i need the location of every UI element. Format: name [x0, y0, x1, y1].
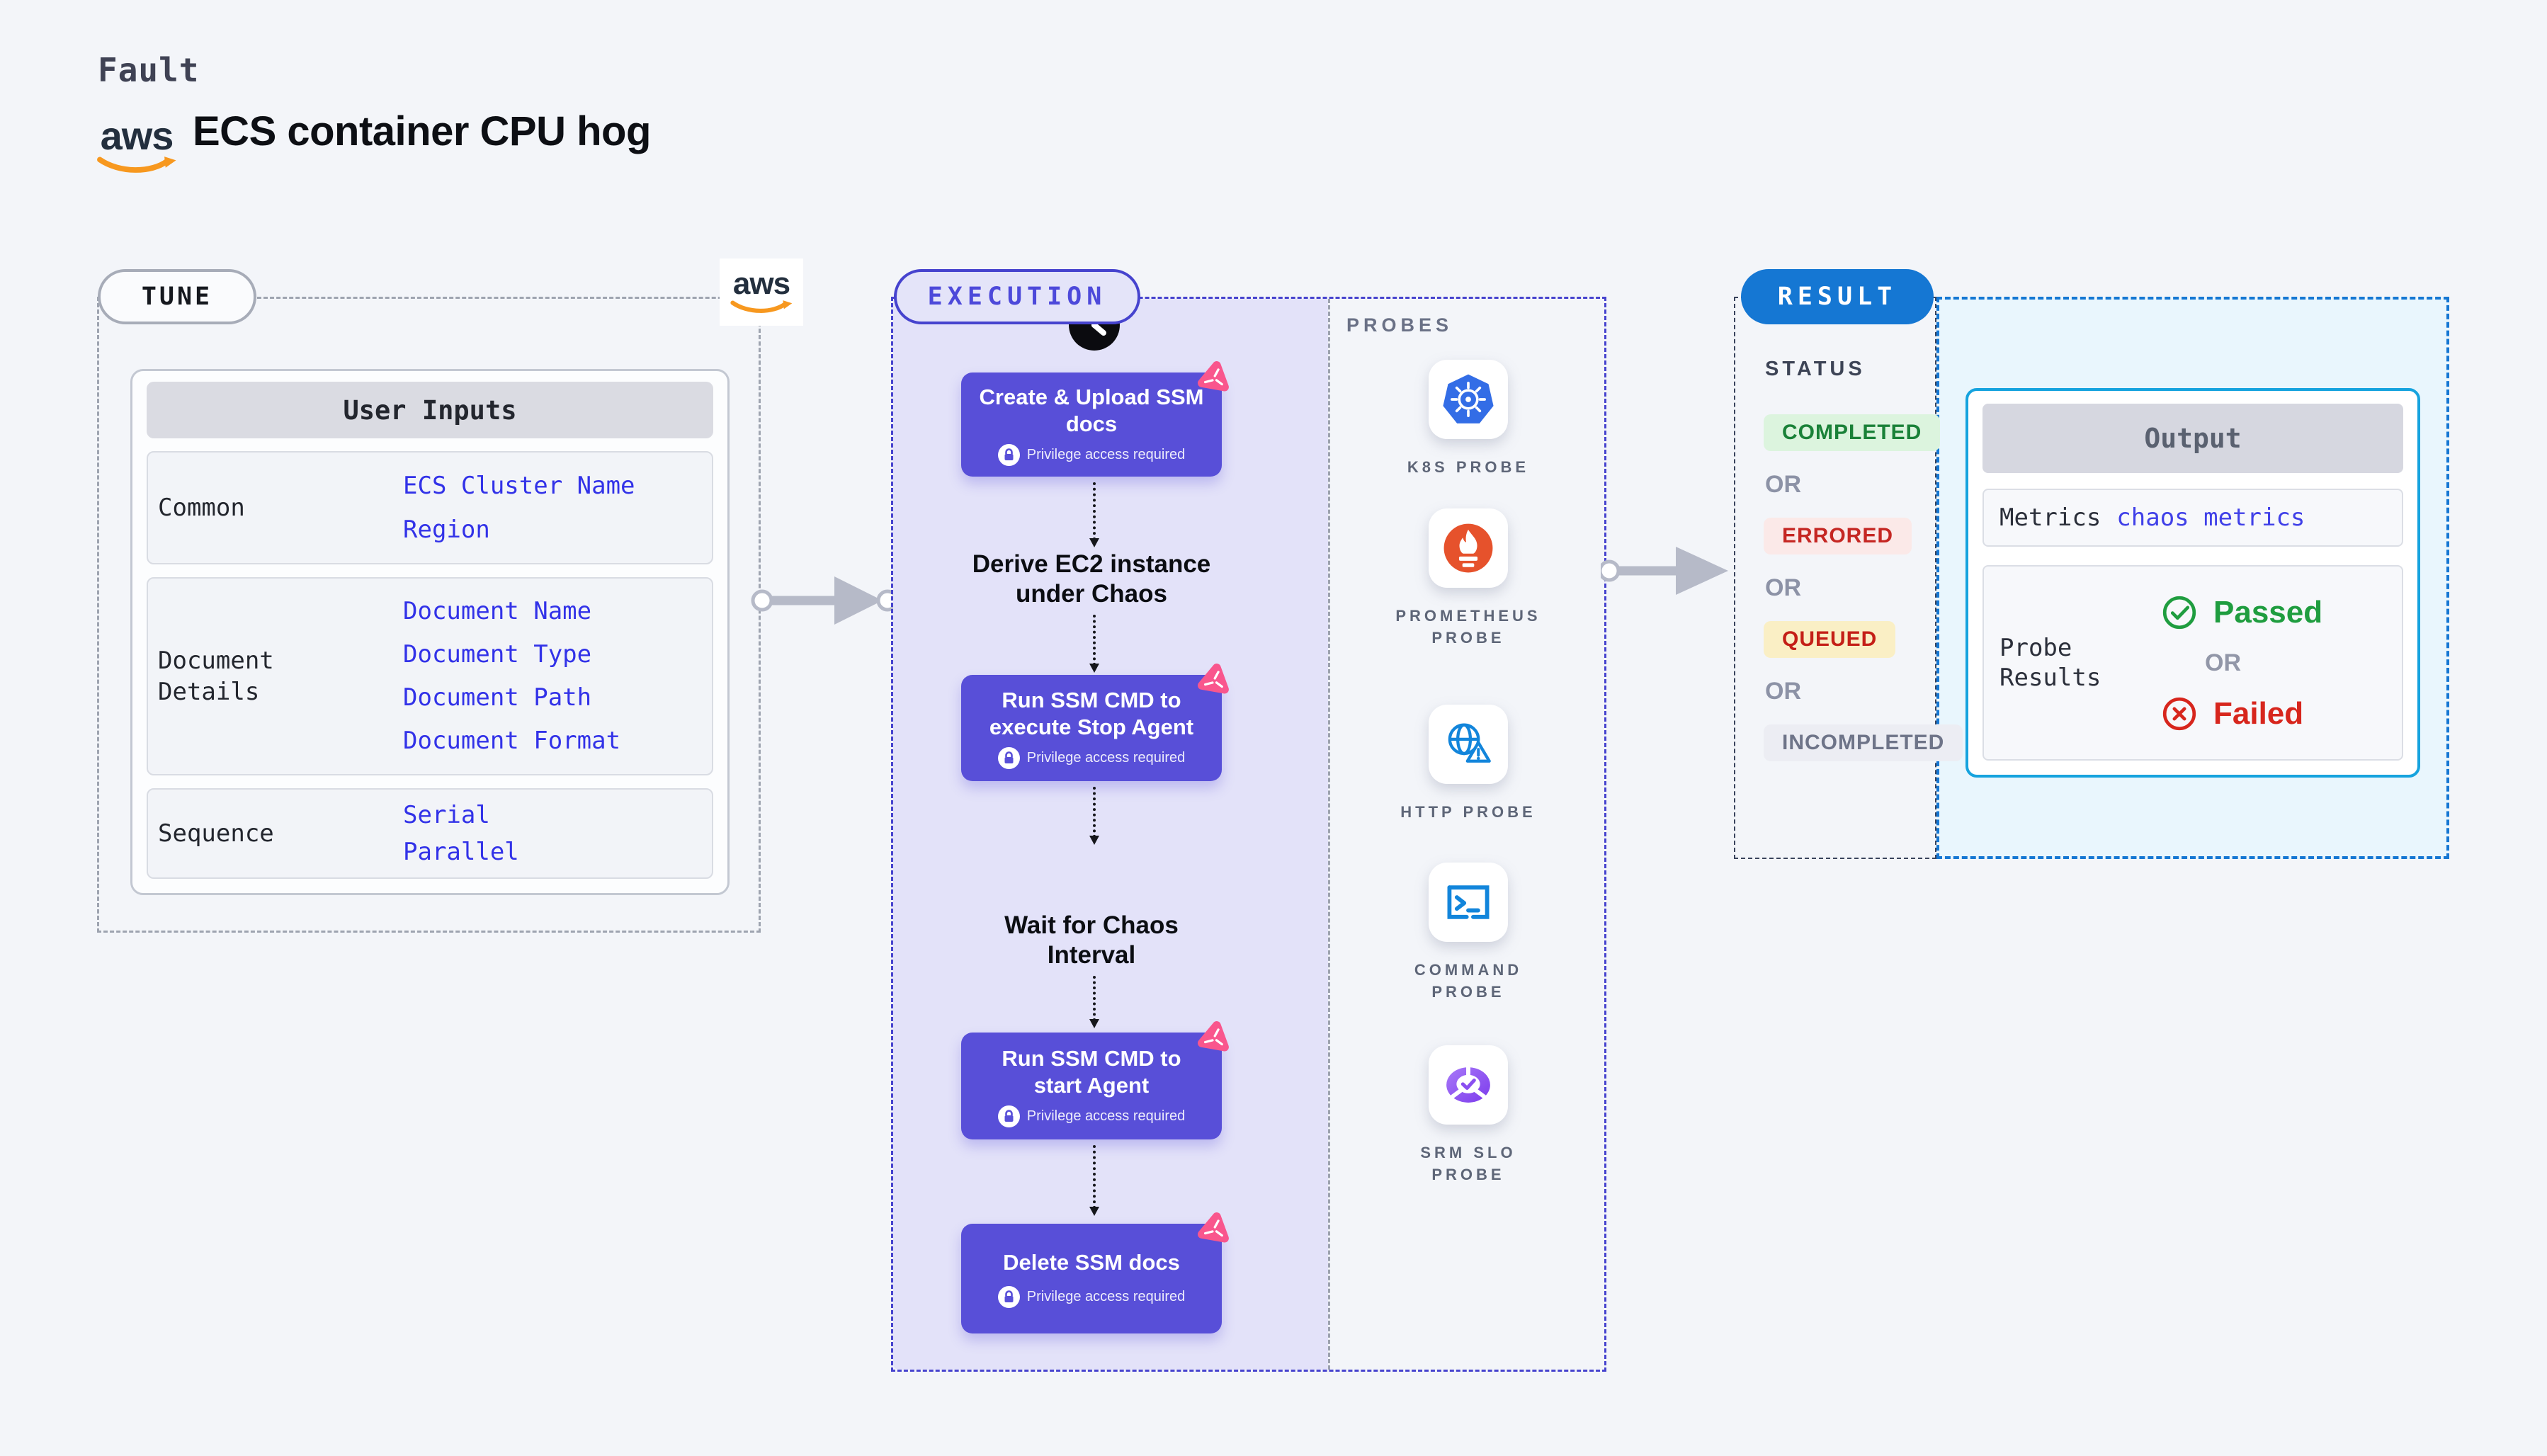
probes-divider — [1328, 299, 1330, 1370]
execution-pill: EXECUTION — [894, 269, 1140, 324]
row-value: Document Format — [403, 727, 621, 755]
result-pill: RESULT — [1741, 269, 1934, 324]
row-label: Sequence — [158, 819, 274, 848]
probe-result-passed: Passed — [2161, 594, 2402, 631]
chaos-pinwheel-icon — [1197, 361, 1229, 392]
step-run-ssm-stop-agent: Run SSM CMD to execute Stop Agent Privil… — [961, 664, 1229, 781]
output-card: Output Metrics chaos metrics Probe Resul… — [1965, 388, 2420, 778]
or-separator: OR — [1765, 678, 1801, 705]
output-metrics-row: Metrics chaos metrics — [1982, 489, 2403, 547]
aws-logo-text: aws — [100, 113, 174, 158]
x-circle-icon — [2162, 697, 2196, 730]
step-title: Create & Upload SSM docs — [979, 384, 1204, 436]
privilege-note: Privilege access required — [1026, 750, 1186, 766]
probe-command: COMMAND PROBE — [1328, 863, 1609, 1003]
tune-section-box — [97, 297, 761, 933]
or-separator: OR — [1765, 574, 1801, 601]
lock-icon — [997, 1286, 1020, 1308]
metrics-value: chaos metrics — [2116, 504, 2305, 532]
flow-connector — [1089, 787, 1099, 845]
check-circle-icon — [2162, 596, 2196, 629]
flow-connector — [1089, 482, 1099, 547]
privilege-note: Privilege access required — [1026, 1289, 1186, 1304]
probe-srm-slo: SRM SLO PROBE — [1328, 1045, 1609, 1185]
probe-prometheus: PROMETHEUS PROBE — [1328, 508, 1609, 649]
aws-logo-icon: aws — [95, 116, 178, 177]
aws-smile-icon — [730, 300, 793, 313]
step-derive-ec2: Derive EC2 instance under Chaos — [972, 550, 1211, 608]
lock-icon — [997, 1105, 1020, 1127]
step-title: Delete SSM docs — [1003, 1250, 1180, 1275]
status-badge-errored: ERRORED — [1764, 518, 1912, 554]
privilege-note: Privilege access required — [1026, 1108, 1186, 1124]
probe-label: HTTP PROBE — [1400, 803, 1536, 821]
table-row-document-details: Document Details Document Name Document … — [147, 577, 713, 775]
probe-label: PROMETHEUS PROBE — [1395, 607, 1541, 647]
probe-http: HTTP PROBE — [1328, 705, 1609, 823]
flow-connector — [1089, 615, 1099, 673]
row-value: Document Path — [403, 683, 592, 712]
probe-label: SRM SLO PROBE — [1420, 1144, 1516, 1183]
status-badge-incompleted: INCOMPLETED — [1764, 724, 1963, 761]
table-row-common: Common ECS Cluster Name Region — [147, 451, 713, 564]
row-value: Document Type — [403, 640, 592, 669]
execution-fill — [893, 299, 1328, 1370]
lock-icon — [997, 747, 1020, 769]
probe-result-failed: Failed — [2161, 695, 2402, 732]
probes-heading: PROBES — [1346, 314, 1453, 336]
status-badge-queued: QUEUED — [1764, 621, 1896, 658]
prometheus-icon — [1429, 508, 1508, 588]
user-inputs-table: User Inputs Common ECS Cluster Name Regi… — [130, 369, 730, 895]
chaos-pinwheel-icon — [1197, 1021, 1229, 1052]
page-title: ECS container CPU hog — [193, 108, 651, 154]
user-inputs-title: User Inputs — [147, 382, 713, 438]
tune-pill: TUNE — [98, 269, 256, 324]
fault-kicker: Fault — [98, 51, 200, 89]
output-probe-results-row: Probe Results Passed OR Fai — [1982, 565, 2403, 761]
row-label: Document Details — [158, 647, 274, 706]
or-separator: OR — [2205, 649, 2241, 676]
flow-connector — [1089, 1145, 1099, 1216]
slo-donut-check-icon — [1429, 1045, 1508, 1125]
step-delete-ssm-docs: Delete SSM docs Privilege access require… — [961, 1212, 1229, 1333]
metrics-label: Metrics — [1999, 504, 2101, 532]
tune-aws-corner: aws — [720, 258, 803, 326]
result-status-box — [1734, 297, 1936, 859]
status-badge-completed: COMPLETED — [1764, 414, 1941, 451]
execution-section-box: Create & Upload SSM docs Privilege acces… — [891, 297, 1606, 1372]
lock-icon — [997, 443, 1020, 466]
row-value: Region — [403, 516, 490, 544]
probe-results-label: Probe Results — [1999, 634, 2101, 692]
row-value: Parallel — [403, 838, 519, 866]
probe-label: COMMAND PROBE — [1414, 961, 1523, 1001]
step-create-upload-ssm-docs: Create & Upload SSM docs Privilege acces… — [961, 361, 1229, 477]
row-value: Serial — [403, 801, 490, 829]
step-title: Run SSM CMD to execute Stop Agent — [989, 688, 1194, 739]
chaos-pinwheel-icon — [1197, 1212, 1229, 1243]
table-row-sequence: Sequence Serial Parallel — [147, 788, 713, 879]
kubernetes-icon — [1429, 360, 1508, 439]
chaos-pinwheel-icon — [1197, 664, 1229, 694]
aws-smile-icon — [97, 157, 176, 173]
probe-k8s: K8S PROBE — [1328, 360, 1609, 478]
privilege-note: Privilege access required — [1026, 446, 1186, 462]
probe-label: K8S PROBE — [1407, 458, 1530, 476]
step-title: Run SSM CMD to start Agent — [1002, 1045, 1181, 1098]
status-heading: STATUS — [1765, 358, 1866, 380]
step-run-ssm-start-agent: Run SSM CMD to start Agent Privilege acc… — [961, 1021, 1229, 1139]
or-separator: OR — [1765, 471, 1801, 498]
aws-logo-icon: aws — [729, 268, 794, 317]
row-label: Common — [158, 494, 245, 522]
terminal-icon — [1429, 863, 1508, 942]
step-wait-chaos-interval: Wait for Chaos Interval — [1004, 911, 1179, 969]
row-value: ECS Cluster Name — [403, 472, 635, 500]
row-value: Document Name — [403, 597, 592, 625]
flow-connector — [1089, 976, 1099, 1028]
execution-to-result-arrow-icon — [1601, 547, 1728, 595]
http-globe-warning-icon — [1429, 705, 1508, 784]
tune-to-execution-arrow-icon — [751, 576, 899, 625]
output-title: Output — [1982, 404, 2403, 473]
